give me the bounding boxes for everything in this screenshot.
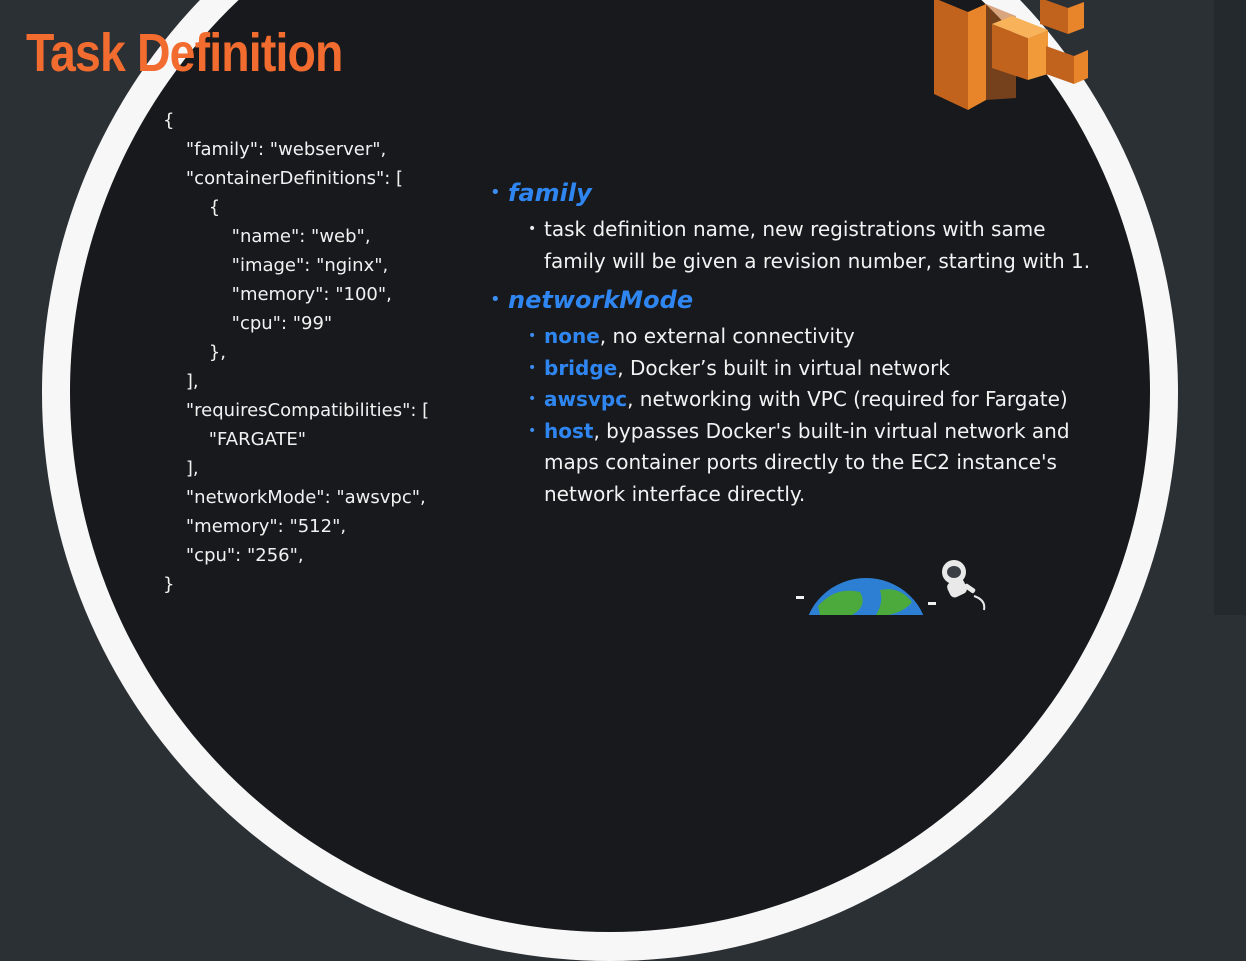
network-mode-item-none: • none, no external connectivity (488, 321, 1168, 353)
family-description: • task definition name, new registration… (488, 214, 1168, 246)
code-line: "image": "nginx", (163, 255, 389, 276)
code-line: ], (163, 371, 199, 392)
code-line: ], (163, 458, 199, 479)
aws-ecs-logo-icon (934, 0, 1088, 110)
slide-title: Task Definition (26, 23, 343, 83)
bullet-dot: • (490, 289, 501, 310)
bullet-list: • family • task definition name, new reg… (488, 172, 1168, 510)
code-line: "FARGATE" (163, 429, 307, 450)
code-line: { (163, 110, 175, 131)
bullet-network-mode: • networkMode (488, 279, 1168, 321)
code-line: "memory": "512", (163, 516, 347, 537)
astronaut-icon (942, 560, 986, 611)
keyword-none: none (544, 324, 600, 348)
bullet-dot: • (490, 182, 501, 203)
code-line: { (163, 197, 221, 218)
family-desc-line1: task definition name, new registrations … (544, 217, 1046, 241)
network-mode-item-bridge: • bridge, Docker’s built in virtual netw… (488, 353, 1168, 385)
host-cont-text: maps container ports directly to the EC2… (544, 450, 1057, 474)
bullet-dot: • (528, 422, 537, 439)
item-text: , no external connectivity (599, 324, 855, 348)
code-line: "containerDefinitions": [ (163, 168, 404, 189)
keyword-host: host (544, 418, 594, 443)
code-line: }, (163, 342, 226, 363)
item-text: , bypasses Docker's built-in virtual net… (593, 418, 1070, 443)
code-line: "memory": "100", (163, 284, 392, 305)
code-line: "networkMode": "awsvpc", (163, 487, 426, 508)
bullet-dot: • (528, 391, 537, 407)
code-line: "cpu": "256", (163, 545, 304, 566)
host-cont-text: network interface directly. (544, 481, 806, 506)
code-line: "requiresCompatibilities": [ (163, 400, 430, 421)
item-text: , networking with VPC (required for Farg… (627, 387, 1068, 411)
network-mode-item-host: • host, bypasses Docker's built-in virtu… (488, 416, 1168, 448)
bullet-family: • family (488, 172, 1168, 214)
family-desc-line2: family will be given a revision number, … (544, 248, 1091, 273)
globe-icon (796, 578, 936, 615)
code-line: "cpu": "99" (163, 313, 333, 334)
keyword-bridge: bridge (544, 355, 618, 380)
right-edge-strip (1214, 0, 1246, 615)
family-description-cont: family will be given a revision number, … (488, 246, 1168, 278)
code-line: } (163, 574, 175, 595)
item-text: , Docker’s built in virtual network (617, 355, 950, 380)
host-continuation-line1: maps container ports directly to the EC2… (488, 447, 1168, 479)
network-mode-item-awsvpc: • awsvpc, networking with VPC (required … (488, 384, 1168, 416)
term-network-mode: networkMode (508, 286, 694, 314)
code-line: "family": "webserver", (163, 139, 387, 160)
code-line: "name": "web", (163, 226, 371, 247)
keyword-awsvpc: awsvpc (544, 387, 628, 411)
bullet-dot: • (528, 328, 537, 344)
bullet-dot: • (528, 221, 537, 237)
json-code-block: { "family": "webserver", "containerDefin… (163, 106, 493, 599)
term-family: family (508, 179, 592, 207)
host-continuation-line2: network interface directly. (488, 479, 1168, 511)
bullet-dot: • (528, 359, 537, 376)
